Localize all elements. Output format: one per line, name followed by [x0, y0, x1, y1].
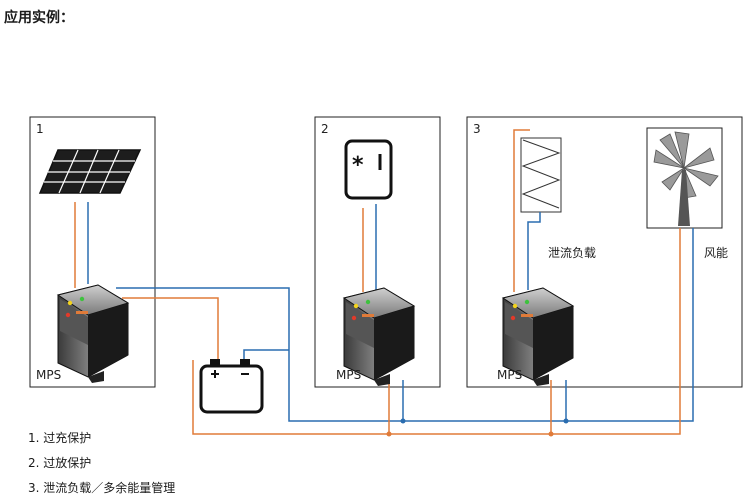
appliance-icon: *: [344, 139, 393, 200]
panel-3-box: [466, 116, 743, 388]
wind-turbine-icon: [646, 127, 723, 229]
wiring: [74, 129, 694, 437]
battery-icon: [199, 359, 264, 414]
panel-1-box: [29, 116, 156, 388]
solar-panel-icon: [38, 149, 142, 194]
mps-label-2: MPS: [336, 368, 361, 382]
panel-1-number: 1: [36, 122, 44, 136]
mps-label-1: MPS: [36, 368, 61, 382]
legend-item: 2. 过放保护: [28, 456, 92, 470]
wind-energy-label: 风能: [704, 246, 728, 260]
panel-3-number: 3: [473, 122, 481, 136]
mps-label-3: MPS: [497, 368, 522, 382]
mps-controller-1: [57, 284, 129, 384]
legend-item: 3. 泄流负载／多余能量管理: [28, 481, 176, 495]
page-title: 应用实例：: [4, 10, 74, 26]
svg-text:*: *: [352, 153, 364, 178]
dump-load-label: 泄流负载: [548, 246, 596, 260]
dump-load-icon: [520, 137, 562, 213]
panel-2-number: 2: [321, 122, 329, 136]
legend: 1. 过充保护 2. 过放保护 3. 泄流负载／多余能量管理: [28, 426, 175, 501]
panel-2-box: [314, 116, 441, 388]
legend-item: 1. 过充保护: [28, 431, 92, 445]
